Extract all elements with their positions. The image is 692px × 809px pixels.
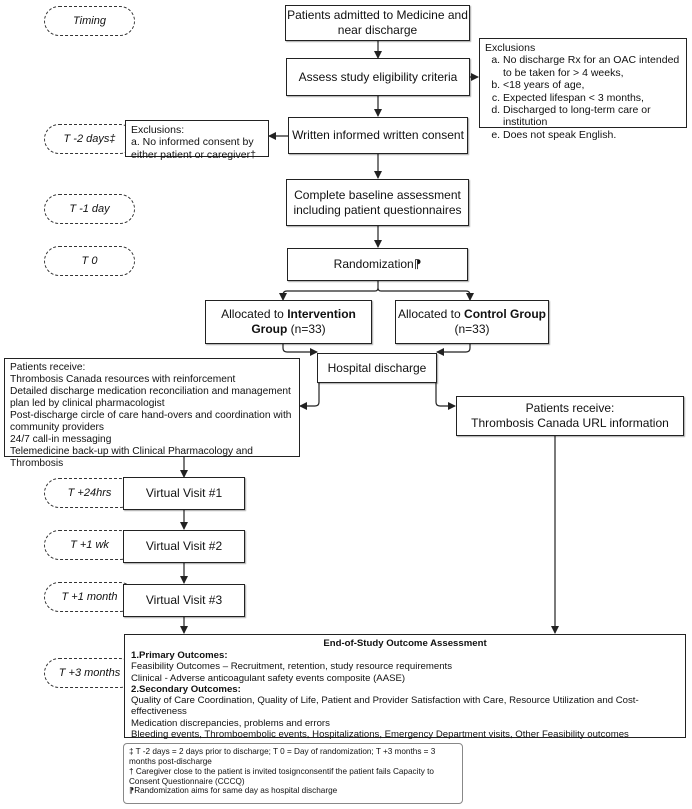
intervention-receive-title: Patients receive:	[10, 362, 86, 373]
virtual-visit-3-box: Virtual Visit #3	[123, 584, 245, 617]
hospital-discharge-label: Hospital discharge	[327, 360, 427, 375]
virtual-visit-1-label: Virtual Visit #1	[145, 486, 223, 500]
exclusion-item: No discharge Rx for an OAC intended to b…	[503, 54, 681, 79]
footnote: † Caregiver close to the patient is invi…	[129, 766, 434, 786]
exclusions-right-list: No discharge Rx for an OAC intended to b…	[485, 54, 681, 141]
primary-outcome-item: Clinical - Adverse anticoagulant safety …	[131, 672, 406, 684]
timing-t-minus-2-label: T -2 days‡	[63, 133, 116, 145]
secondary-outcome-item: Bleeding events, Thromboembolic events, …	[131, 728, 629, 740]
intervention-prefix: Allocated to	[221, 307, 288, 321]
intervention-receive-box: Patients receive: Thrombosis Canada reso…	[4, 358, 300, 469]
randomization-label: Randomization⁋	[333, 257, 422, 271]
control-receive-line: Thrombosis Canada URL information	[471, 416, 669, 430]
secondary-outcome-item: Quality of Care Coordination, Quality of…	[131, 695, 639, 718]
timing-t1wk-label: T +1 wk	[70, 539, 109, 551]
control-receive-title: Patients receive:	[525, 401, 615, 415]
eligibility-label: Assess study eligibility criteria	[298, 69, 458, 84]
randomization-box: Randomization⁋	[287, 248, 468, 281]
footnote: ‡ T -2 days = 2 days prior to discharge;…	[129, 747, 436, 766]
intervention-bold: Intervention Group	[251, 307, 356, 336]
exclusions-left-title: Exclusions:	[131, 124, 185, 136]
timing-t-minus-2-pill: T -2 days‡	[44, 124, 135, 154]
hospital-discharge-box: Hospital discharge	[317, 353, 437, 383]
timing-t3months-pill: T +3 months	[44, 658, 135, 688]
consent-label: Written informed written consent	[292, 128, 464, 142]
timing-header-pill: Timing	[44, 6, 135, 36]
intervention-receive-item: 24/7 call-in messaging	[10, 433, 112, 445]
intervention-receive-item: Thrombosis Canada resources with reinfor…	[10, 373, 236, 385]
admitted-label: Patients admitted to Medicine and near d…	[287, 8, 468, 37]
eligibility-box: Assess study eligibility criteria	[286, 58, 470, 96]
exclusions-left-line: a. No informed consent by either patient…	[131, 136, 256, 161]
primary-outcomes-heading: 1.Primary Outcomes:	[131, 650, 228, 662]
outcomes-title: End-of-Study Outcome Assessment	[323, 638, 487, 649]
baseline-label: Complete baseline assessment including p…	[293, 187, 462, 217]
timing-t24hrs-pill: T +24hrs	[44, 478, 135, 508]
virtual-visit-2-box: Virtual Visit #2	[123, 530, 245, 563]
exclusions-left-box: Exclusions: a. No informed consent by ei…	[125, 120, 269, 161]
footnote: ⁋Randomization aims for same day as hosp…	[129, 786, 338, 796]
exclusion-item: <18 years of age,	[503, 79, 681, 91]
exclusions-right-title: Exclusions	[485, 42, 536, 54]
primary-outcome-item: Feasibility Outcomes – Recruitment, rete…	[131, 661, 452, 673]
intervention-receive-item: Detailed discharge medication reconcilia…	[10, 385, 291, 409]
timing-t-minus-1-pill: T -1 day	[44, 194, 135, 224]
intervention-receive-item: Telemedicine back-up with Clinical Pharm…	[10, 445, 253, 469]
outcomes-box: End-of-Study Outcome Assessment 1.Primar…	[124, 634, 686, 740]
intervention-group-label: Allocated to Intervention Group (n=33)	[206, 307, 371, 337]
exclusion-item: Does not speak English.	[503, 129, 681, 141]
control-bold: Control Group	[464, 307, 547, 321]
timing-t0-pill: T 0	[44, 246, 135, 276]
timing-t3months-label: T +3 months	[58, 667, 121, 679]
exclusion-item: Discharged to long-term care or institut…	[503, 104, 681, 129]
virtual-visit-3-label: Virtual Visit #3	[145, 593, 223, 607]
secondary-outcomes-heading: 2.Secondary Outcomes:	[131, 683, 241, 695]
timing-header-label: Timing	[73, 15, 106, 27]
intervention-group-box: Allocated to Intervention Group (n=33)	[205, 300, 372, 344]
control-receive-box: Patients receive:Thrombosis Canada URL i…	[456, 396, 684, 436]
control-suffix: (n=33)	[454, 322, 490, 336]
baseline-box: Complete baseline assessment including p…	[286, 179, 469, 226]
control-group-label: Allocated to Control Group(n=33)	[398, 307, 546, 337]
timing-t-minus-1-label: T -1 day	[69, 203, 110, 215]
timing-t0-label: T 0	[81, 255, 98, 267]
footnotes-box: ‡ T -2 days = 2 days prior to discharge;…	[123, 743, 463, 804]
exclusion-item: Expected lifespan < 3 months,	[503, 92, 681, 104]
control-prefix: Allocated to	[397, 307, 465, 321]
intervention-receive-item: Post-discharge circle of care hand-overs…	[10, 409, 292, 433]
control-group-box: Allocated to Control Group(n=33)	[395, 300, 549, 344]
timing-t1month-pill: T +1 month	[44, 582, 135, 612]
virtual-visit-2-label: Virtual Visit #2	[145, 539, 223, 553]
exclusions-right-box: Exclusions No discharge Rx for an OAC in…	[479, 38, 687, 141]
virtual-visit-1-box: Virtual Visit #1	[123, 477, 245, 510]
timing-t24hrs-label: T +24hrs	[67, 487, 112, 499]
control-receive-text: Patients receive:Thrombosis Canada URL i…	[471, 401, 669, 431]
admitted-box: Patients admitted to Medicine and near d…	[285, 5, 470, 41]
secondary-outcome-item: Medication discrepancies, problems and e…	[131, 717, 330, 729]
timing-t1wk-pill: T +1 wk	[44, 530, 135, 560]
intervention-suffix: (n=33)	[287, 322, 326, 336]
timing-t1month-label: T +1 month	[61, 591, 118, 603]
consent-box: Written informed written consent	[288, 117, 468, 154]
